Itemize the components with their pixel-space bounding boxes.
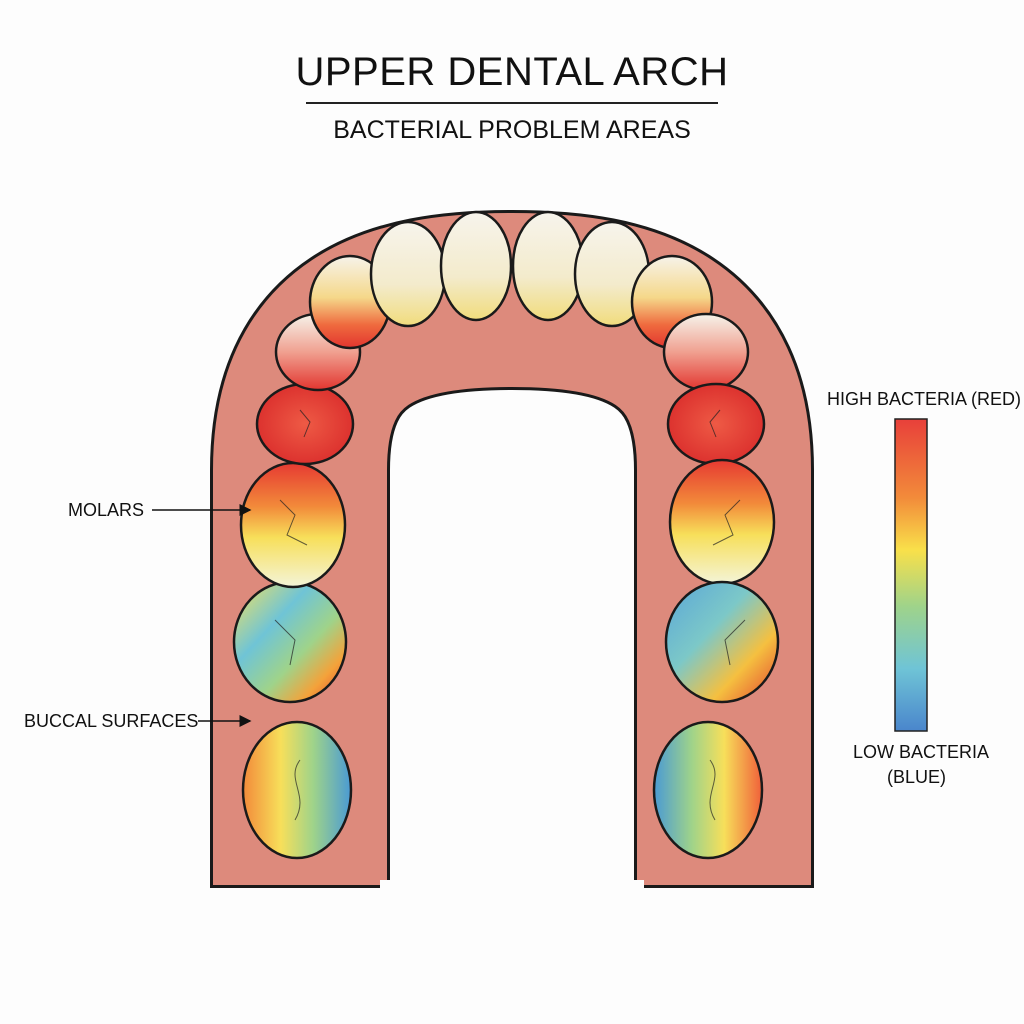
page-title: UPPER DENTAL ARCH	[295, 50, 729, 94]
page-subtitle: BACTERIAL PROBLEM AREAS	[333, 116, 691, 144]
teeth	[232, 210, 780, 860]
left-third-molar[interactable]	[241, 720, 353, 860]
right-second-premolar[interactable]	[666, 382, 766, 466]
right-central-incisor[interactable]	[511, 210, 585, 322]
right-third-molar[interactable]	[652, 720, 764, 860]
left-lateral-incisor[interactable]	[369, 220, 447, 328]
left-second-molar[interactable]	[232, 580, 348, 704]
left-central-incisor[interactable]	[439, 210, 513, 322]
legend-low-label-color: (BLUE)	[887, 767, 947, 787]
bacteria-color-scale	[894, 418, 928, 732]
tooth-fissures	[274, 409, 746, 821]
right-first-premolar[interactable]	[662, 312, 750, 392]
title-divider	[306, 102, 718, 104]
buccal-surfaces-label: BUCCAL SURFACES	[24, 711, 199, 731]
molars-label: MOLARS	[68, 500, 145, 520]
left-second-premolar[interactable]	[255, 382, 355, 466]
right-first-molar[interactable]	[668, 458, 776, 586]
legend-high-label: HIGH BACTERIA (RED)	[827, 389, 1022, 409]
right-second-molar[interactable]	[664, 580, 780, 704]
legend-low-label: LOW BACTERIA	[853, 742, 990, 762]
left-first-molar[interactable]	[239, 461, 347, 589]
